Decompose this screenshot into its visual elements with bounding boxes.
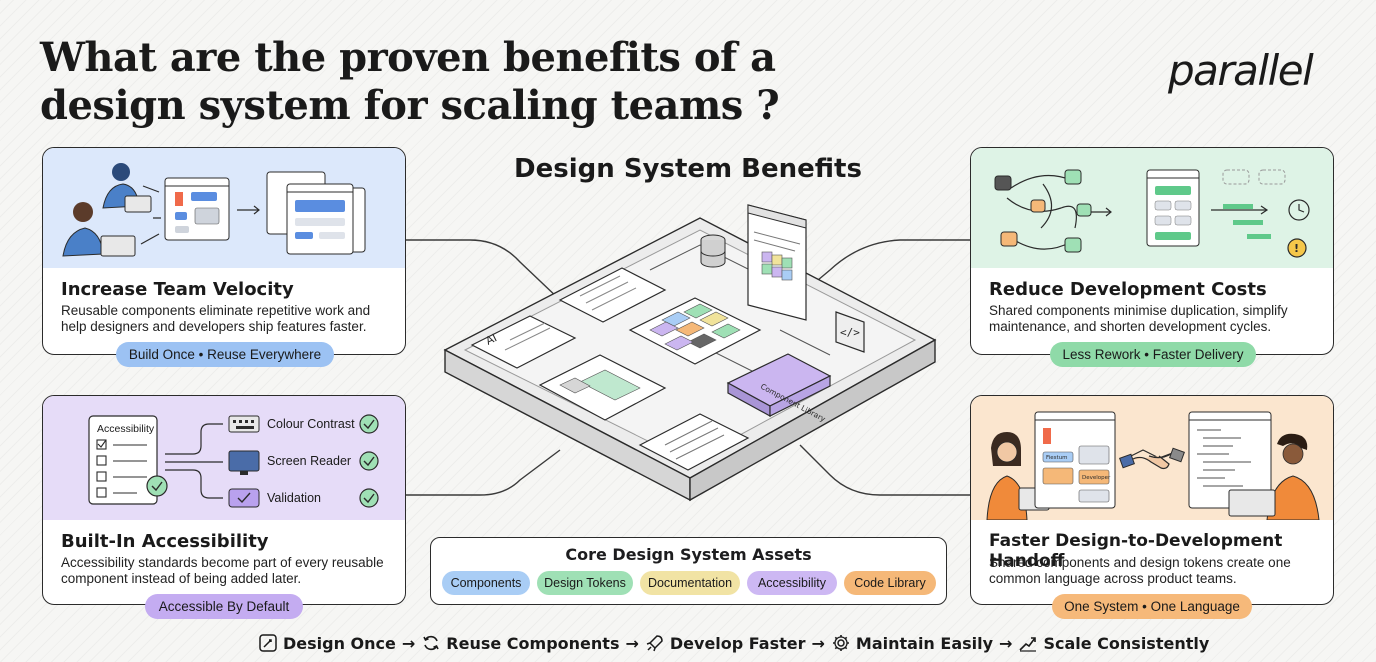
ai-panel: AI bbox=[470, 315, 577, 369]
card-handoff: Fiestum Developer Fas bbox=[970, 395, 1334, 619]
check-colour-contrast: Colour Contrast bbox=[267, 417, 355, 431]
process-flow: Design Once → Reuse Components → Develop… bbox=[258, 630, 1209, 656]
handoff-illustration: Fiestum Developer bbox=[971, 396, 1333, 520]
designers-developers-icon bbox=[62, 163, 366, 257]
accessibility-checklist-icon bbox=[88, 414, 379, 508]
flow-label: Reuse Components bbox=[446, 633, 620, 653]
asset-chip-components: Components bbox=[442, 571, 530, 595]
flow-arrow: → bbox=[625, 633, 639, 653]
team-velocity-illustration bbox=[43, 148, 405, 268]
check-screen-reader: Screen Reader bbox=[267, 454, 352, 468]
validation-checkbox-icon bbox=[228, 488, 260, 508]
card-development-costs: ! Reduce Development Costs Shared compon… bbox=[970, 147, 1334, 367]
development-costs-illustration: ! bbox=[971, 148, 1333, 268]
designer-developer-handshake-icon: Fiestum Developer bbox=[986, 411, 1320, 520]
accessibility-illustration: Accessibility Colour Contrast Screen Rea… bbox=[43, 396, 405, 520]
trend-icon bbox=[1019, 637, 1037, 652]
card-heading: Increase Team Velocity bbox=[61, 279, 294, 300]
flow-arrow: → bbox=[401, 633, 416, 653]
flow-label: Develop Faster bbox=[669, 633, 806, 653]
flow-arrow: → bbox=[811, 633, 825, 653]
flow-label: Maintain Easily bbox=[855, 633, 994, 653]
svg-text:!: ! bbox=[1294, 242, 1299, 255]
card-description: Shared components and design tokens crea… bbox=[989, 555, 1291, 586]
card-accessibility: Accessibility Colour Contrast Screen Rea… bbox=[42, 395, 406, 619]
handshake-icon bbox=[1119, 447, 1185, 470]
flow-step-maintain-easily: Maintain Easily bbox=[831, 633, 993, 653]
flow-step-scale-consistently: Scale Consistently bbox=[1018, 633, 1209, 653]
parallel-logo: parallel bbox=[1168, 46, 1314, 95]
color-swatches-panel bbox=[628, 297, 762, 365]
tokens-panel bbox=[747, 204, 807, 321]
page-title: What are the proven benefits of a design… bbox=[40, 34, 780, 129]
check-circle-icon bbox=[359, 414, 379, 508]
asset-chip-accessibility: Accessibility bbox=[747, 571, 837, 595]
monitor-icon bbox=[228, 450, 260, 472]
card-heading: Faster Design-to-Development Handoff bbox=[989, 531, 1283, 571]
core-assets-title: Core Design System Assets bbox=[565, 545, 812, 564]
card-description: Accessibility standards become part of e… bbox=[61, 555, 384, 586]
card-description: Shared components minimise duplication, … bbox=[989, 303, 1288, 334]
card-tag: Accessible By Default bbox=[145, 594, 303, 619]
mock-label-developer: Developer bbox=[1082, 475, 1111, 481]
svg-text:</>: </> bbox=[840, 326, 860, 339]
checklist-title: Accessibility bbox=[97, 423, 155, 435]
flow-label: Scale Consistently bbox=[1043, 633, 1210, 653]
flow-arrow: → bbox=[999, 633, 1013, 653]
rocket-icon bbox=[646, 635, 663, 652]
center-title: Design System Benefits bbox=[514, 154, 862, 184]
card-tag: One System • One Language bbox=[1052, 594, 1252, 619]
card-tag: Build Once • Reuse Everywhere bbox=[116, 342, 334, 367]
asset-chip-documentation: Documentation bbox=[640, 571, 740, 595]
asset-chip-code-library: Code Library bbox=[844, 571, 936, 595]
flow-step-reuse-components: Reuse Components bbox=[421, 633, 619, 653]
gear-icon bbox=[832, 635, 849, 651]
keyboard-icon bbox=[228, 415, 260, 433]
asset-chip-design-tokens: Design Tokens bbox=[537, 571, 633, 595]
check-validation: Validation bbox=[267, 491, 321, 505]
card-heading: Built-In Accessibility bbox=[61, 531, 269, 552]
card-team-velocity: Increase Team Velocity Reusable componen… bbox=[42, 147, 406, 367]
layout-panel bbox=[538, 354, 667, 421]
database-icon bbox=[700, 234, 726, 268]
core-assets-panel: Core Design System Assets Components Des… bbox=[430, 537, 947, 605]
code-panel bbox=[638, 413, 750, 471]
mock-label-designer: Fiestum bbox=[1046, 455, 1068, 461]
refresh-icon bbox=[423, 635, 440, 651]
checklist-panel bbox=[558, 267, 667, 323]
flow-step-design-once: Design Once bbox=[258, 633, 396, 653]
flow-label: Design Once bbox=[283, 633, 396, 653]
flow-step-develop-faster: Develop Faster bbox=[645, 633, 806, 653]
design-icon bbox=[259, 634, 277, 652]
workflow-simplification-icon: ! bbox=[994, 169, 1310, 258]
ai-label: AI bbox=[484, 331, 499, 347]
code-icon: </> bbox=[835, 311, 865, 353]
card-tag: Less Rework • Faster Delivery bbox=[1050, 342, 1256, 367]
card-heading: Reduce Development Costs bbox=[989, 279, 1267, 300]
card-description: Reusable components eliminate repetitive… bbox=[61, 303, 371, 334]
